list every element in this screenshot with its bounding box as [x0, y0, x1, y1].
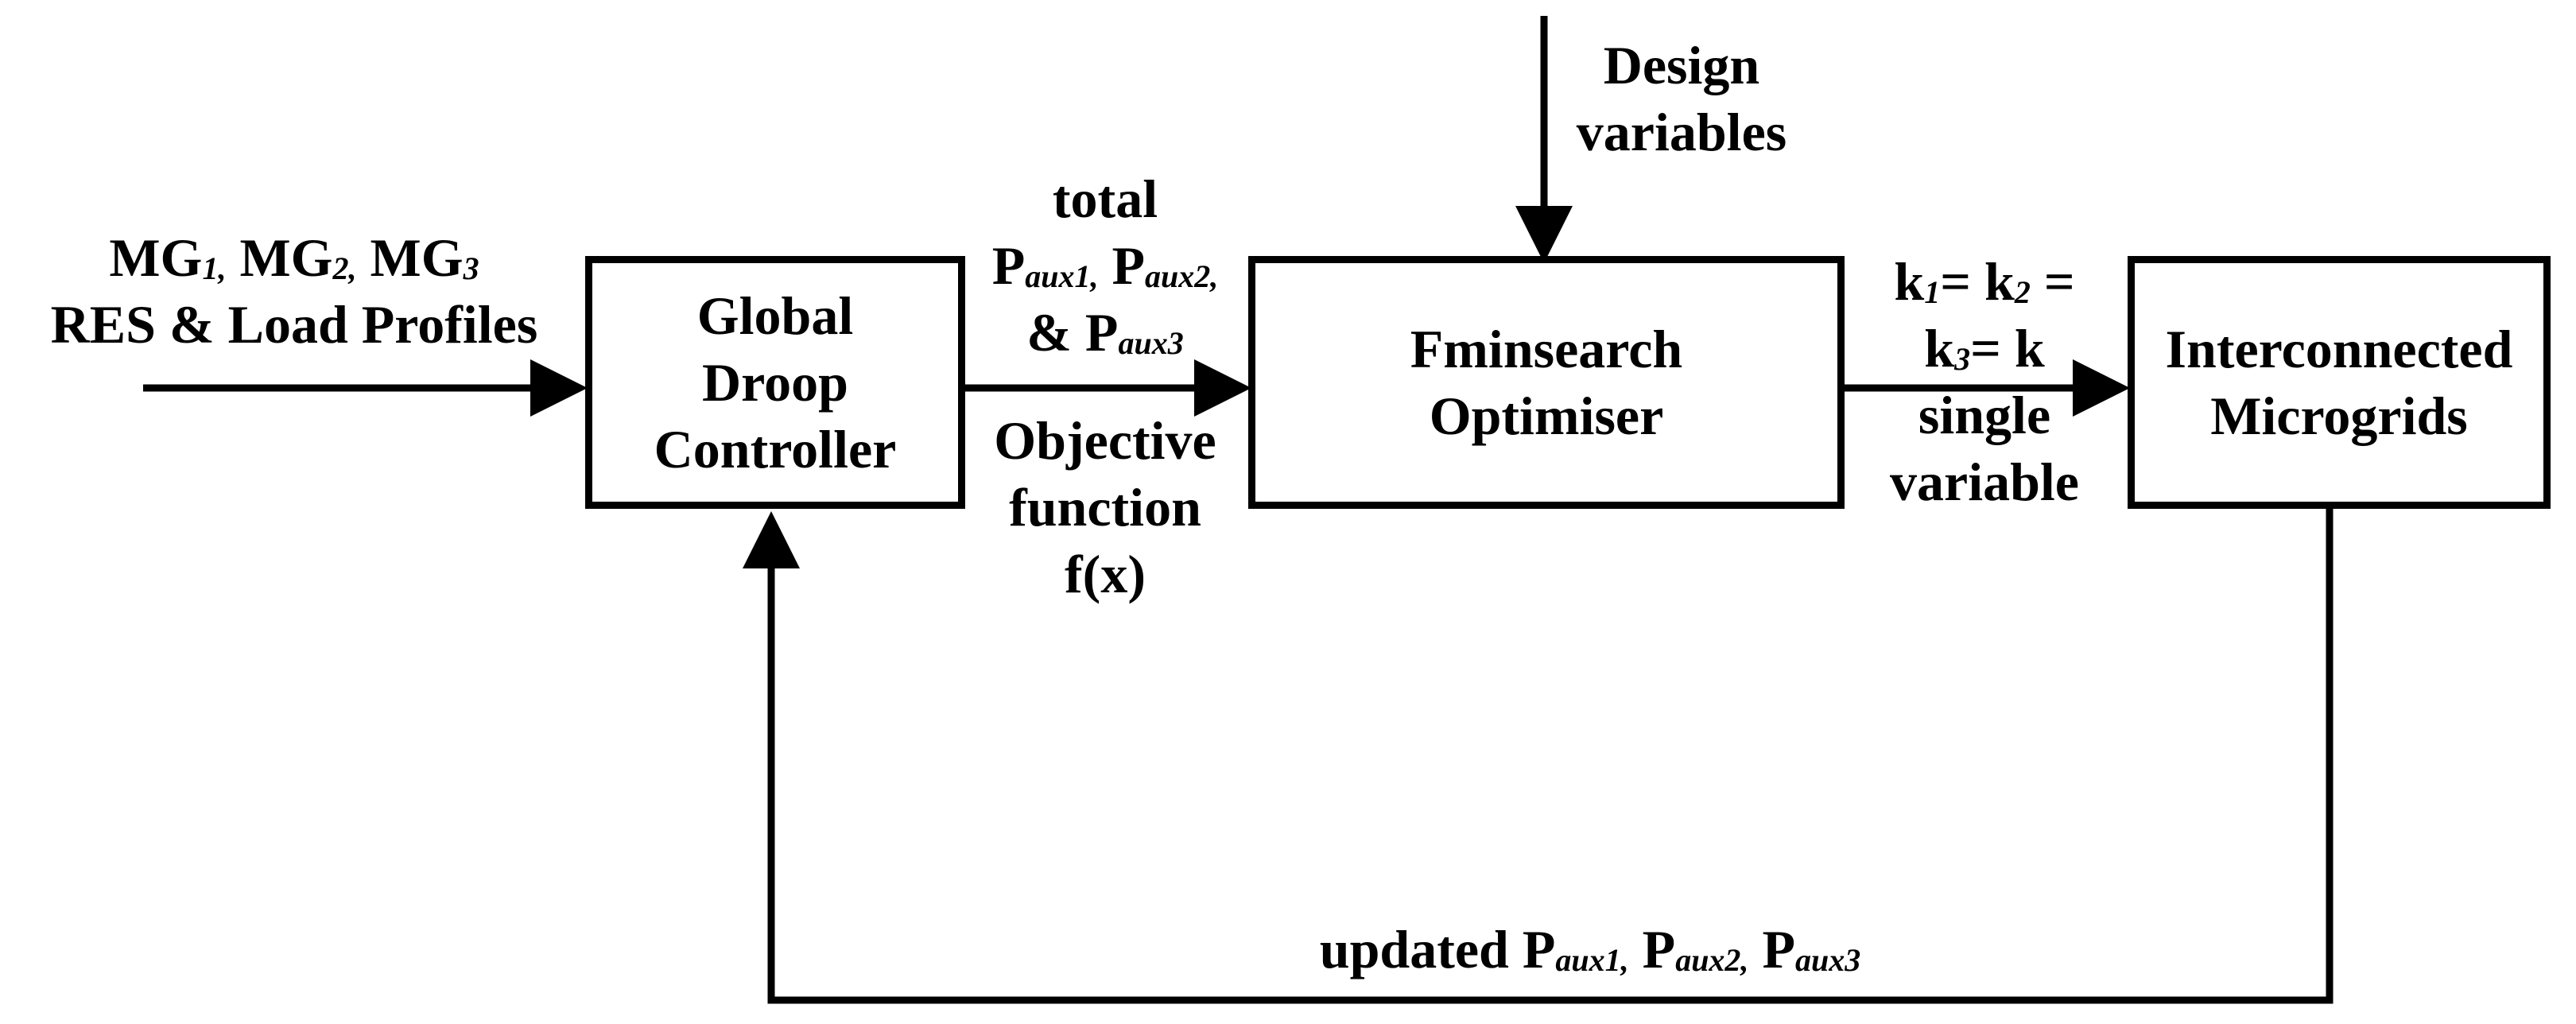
- k1-k2-line: k1= k2 =: [1894, 251, 2075, 312]
- fminsearch-optimiser-block: Fminsearch Optimiser: [1248, 256, 1845, 509]
- paux3-line: & Paux3: [1026, 302, 1184, 363]
- block-label-line: Optimiser: [1429, 386, 1664, 446]
- total-paux-label: total Paux1, Paux2, & Paux3: [962, 165, 1248, 366]
- objective-function-label: Objective function f(x): [994, 410, 1216, 604]
- block-label-line: Controller: [654, 419, 897, 479]
- input-mg-line: MG1, MG2, MG3: [109, 227, 479, 288]
- input-profiles-label: MG1, MG2, MG3 RES & Load Profiles: [16, 224, 572, 358]
- design-variables-label: Design variables: [1576, 35, 1787, 162]
- block-label-line: Droop: [702, 352, 848, 413]
- k-equality-label: k1= k2 = k3= k single variable: [1849, 248, 2120, 515]
- input-res-line: RES & Load Profiles: [50, 294, 538, 355]
- block-label-line: Fminsearch: [1410, 319, 1683, 379]
- paux1-paux2-line: Paux1, Paux2,: [991, 235, 1219, 296]
- k3-line: k3= k: [1924, 318, 2045, 378]
- interconnected-microgrids-block: Interconnected Microgrids: [2128, 256, 2551, 509]
- block-label-line: Microgrids: [2210, 386, 2468, 446]
- feedback-updated-paux-label: updated Paux1, Paux2, Paux3: [1319, 919, 1861, 979]
- global-droop-controller-block: Global Droop Controller: [585, 256, 965, 509]
- block-label-line: Global: [696, 285, 854, 346]
- block-label-line: Interconnected: [2165, 319, 2513, 379]
- feedback-loop-line: [743, 509, 2334, 1004]
